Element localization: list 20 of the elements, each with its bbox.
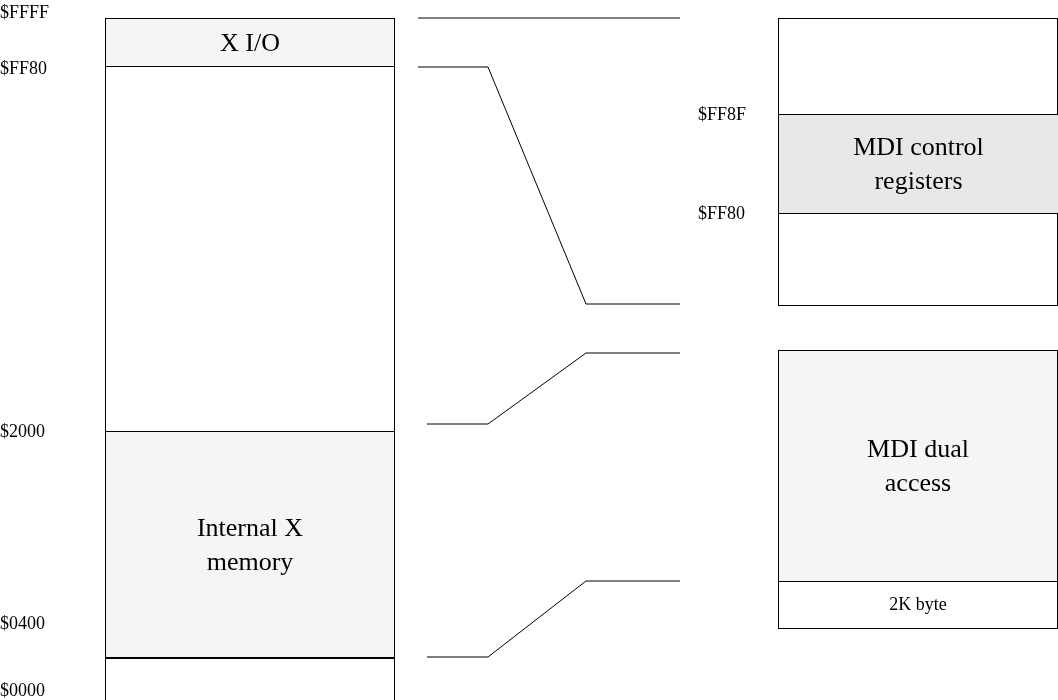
region-label: Internal X memory bbox=[195, 511, 305, 578]
memory-block bbox=[105, 657, 395, 700]
address-label: $FF8F bbox=[698, 104, 747, 125]
memory-region bbox=[778, 350, 1058, 582]
address-label: $2000 bbox=[0, 421, 45, 442]
address-label: $0000 bbox=[0, 680, 45, 700]
memory-block bbox=[778, 18, 1058, 306]
memory-region bbox=[105, 431, 395, 658]
memory-region bbox=[778, 114, 1058, 214]
memory-region bbox=[105, 18, 395, 67]
region-label: MDI control registers bbox=[852, 131, 985, 197]
address-label: $FF80 bbox=[698, 203, 746, 224]
address-label: $FFFF bbox=[0, 2, 50, 23]
region-label: MDI dual access bbox=[866, 433, 970, 499]
region-label: 2K byte bbox=[889, 593, 947, 617]
region-label: X I/O bbox=[220, 26, 280, 59]
address-label: $FF80 bbox=[0, 58, 48, 79]
address-label: $0400 bbox=[0, 613, 45, 634]
memory-region bbox=[778, 581, 1058, 629]
memory-block bbox=[105, 66, 395, 432]
